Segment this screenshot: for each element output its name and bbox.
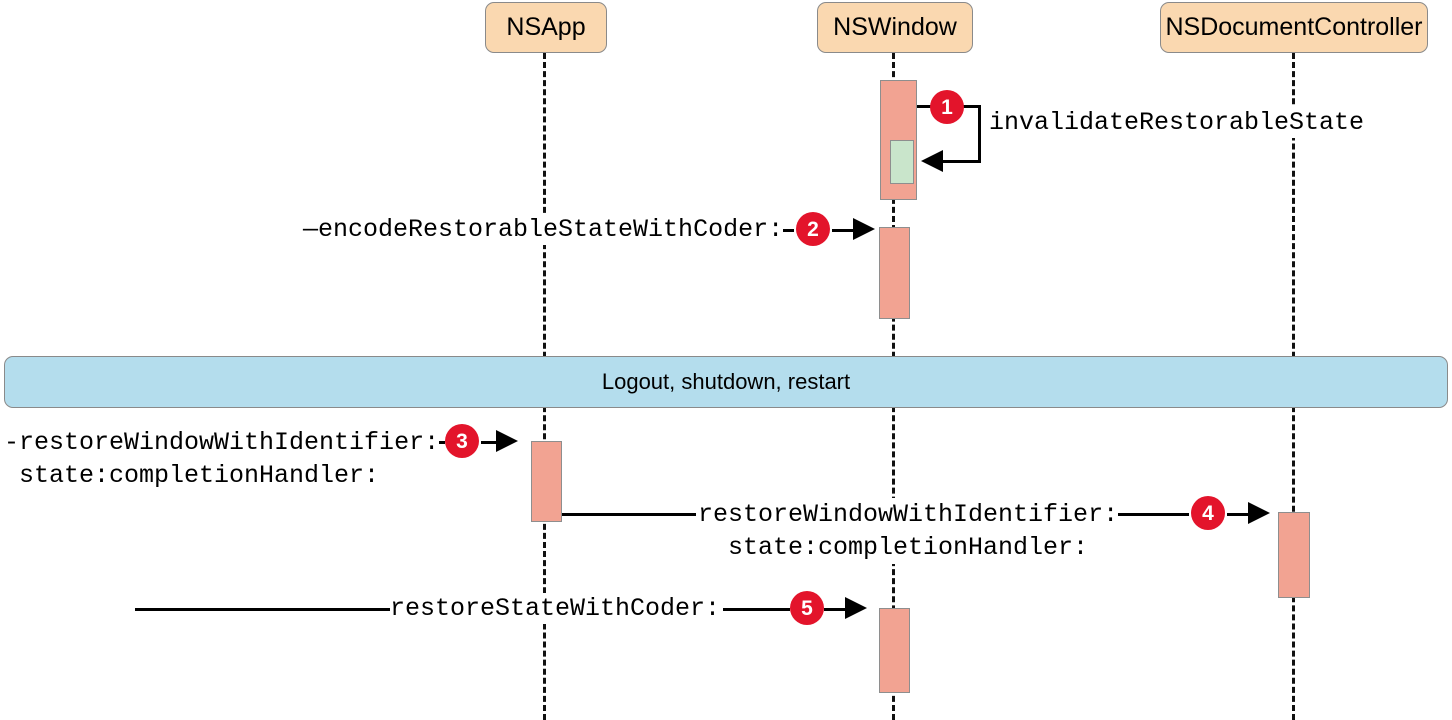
message-4-arrowhead bbox=[1248, 502, 1270, 524]
activation-bar-nswindow-1-nested bbox=[890, 140, 914, 184]
message-4-label-line-2: state:completionHandler: bbox=[728, 533, 1089, 562]
message-2-badge[interactable]: 2 bbox=[796, 212, 830, 246]
message-5-line-mid bbox=[723, 608, 790, 611]
message-5-line bbox=[135, 608, 390, 611]
message-5-arrowhead bbox=[845, 597, 867, 619]
activation-bar-nsdocumentcontroller-4 bbox=[1278, 512, 1310, 598]
participant-box-nsdocumentcontroller[interactable]: NSDocumentController bbox=[1160, 2, 1428, 53]
message-2-line-tail bbox=[832, 229, 854, 232]
message-3-label-line-1: -restoreWindowWithIdentifier: bbox=[4, 428, 440, 457]
message-4-line-mid bbox=[1100, 513, 1189, 516]
message-1-return-segment bbox=[943, 160, 981, 163]
message-3-line-tail bbox=[481, 441, 497, 444]
message-1-vertical-segment bbox=[978, 105, 981, 162]
message-5-badge[interactable]: 5 bbox=[790, 591, 824, 625]
message-4-label-line-1: restoreWindowWithIdentifier: bbox=[698, 500, 1119, 529]
message-4-label: restoreWindowWithIdentifier: state:comple… bbox=[698, 498, 1119, 564]
message-5-label: restoreStateWithCoder: bbox=[390, 593, 721, 624]
message-1-label: invalidateRestorableState bbox=[989, 107, 1365, 138]
message-1-top-segment bbox=[956, 105, 981, 108]
message-4-line-tail bbox=[1227, 513, 1249, 516]
message-1-badge[interactable]: 1 bbox=[930, 90, 964, 124]
activation-bar-nsapp-3 bbox=[531, 441, 562, 522]
participant-box-nsapp[interactable]: NSApp bbox=[485, 2, 607, 53]
message-2-arrowhead bbox=[853, 218, 875, 240]
message-3-label-line-2: state:completionHandler: bbox=[4, 461, 380, 490]
activation-bar-nswindow-5 bbox=[879, 608, 910, 693]
message-4-badge[interactable]: 4 bbox=[1191, 496, 1225, 530]
participant-label-nsdocumentcontroller: NSDocumentController bbox=[1165, 13, 1423, 41]
activation-bar-nswindow-2 bbox=[879, 227, 910, 319]
message-5-line-tail bbox=[824, 608, 846, 611]
participant-label-nswindow: NSWindow bbox=[833, 13, 957, 41]
message-1-arrowhead bbox=[921, 150, 943, 172]
message-4-line bbox=[556, 513, 696, 516]
message-2-label: —encodeRestorableStateWithCoder: bbox=[303, 214, 784, 245]
banner-logout-shutdown-restart: Logout, shutdown, restart bbox=[4, 356, 1448, 408]
banner-label: Logout, shutdown, restart bbox=[601, 369, 851, 394]
participant-label-nsapp: NSApp bbox=[506, 13, 586, 41]
participant-box-nswindow[interactable]: NSWindow bbox=[817, 2, 973, 53]
message-3-arrowhead bbox=[496, 430, 518, 452]
message-3-badge[interactable]: 3 bbox=[445, 424, 479, 458]
message-3-label: -restoreWindowWithIdentifier: state:comp… bbox=[4, 426, 440, 492]
message-1-stub bbox=[913, 105, 935, 108]
